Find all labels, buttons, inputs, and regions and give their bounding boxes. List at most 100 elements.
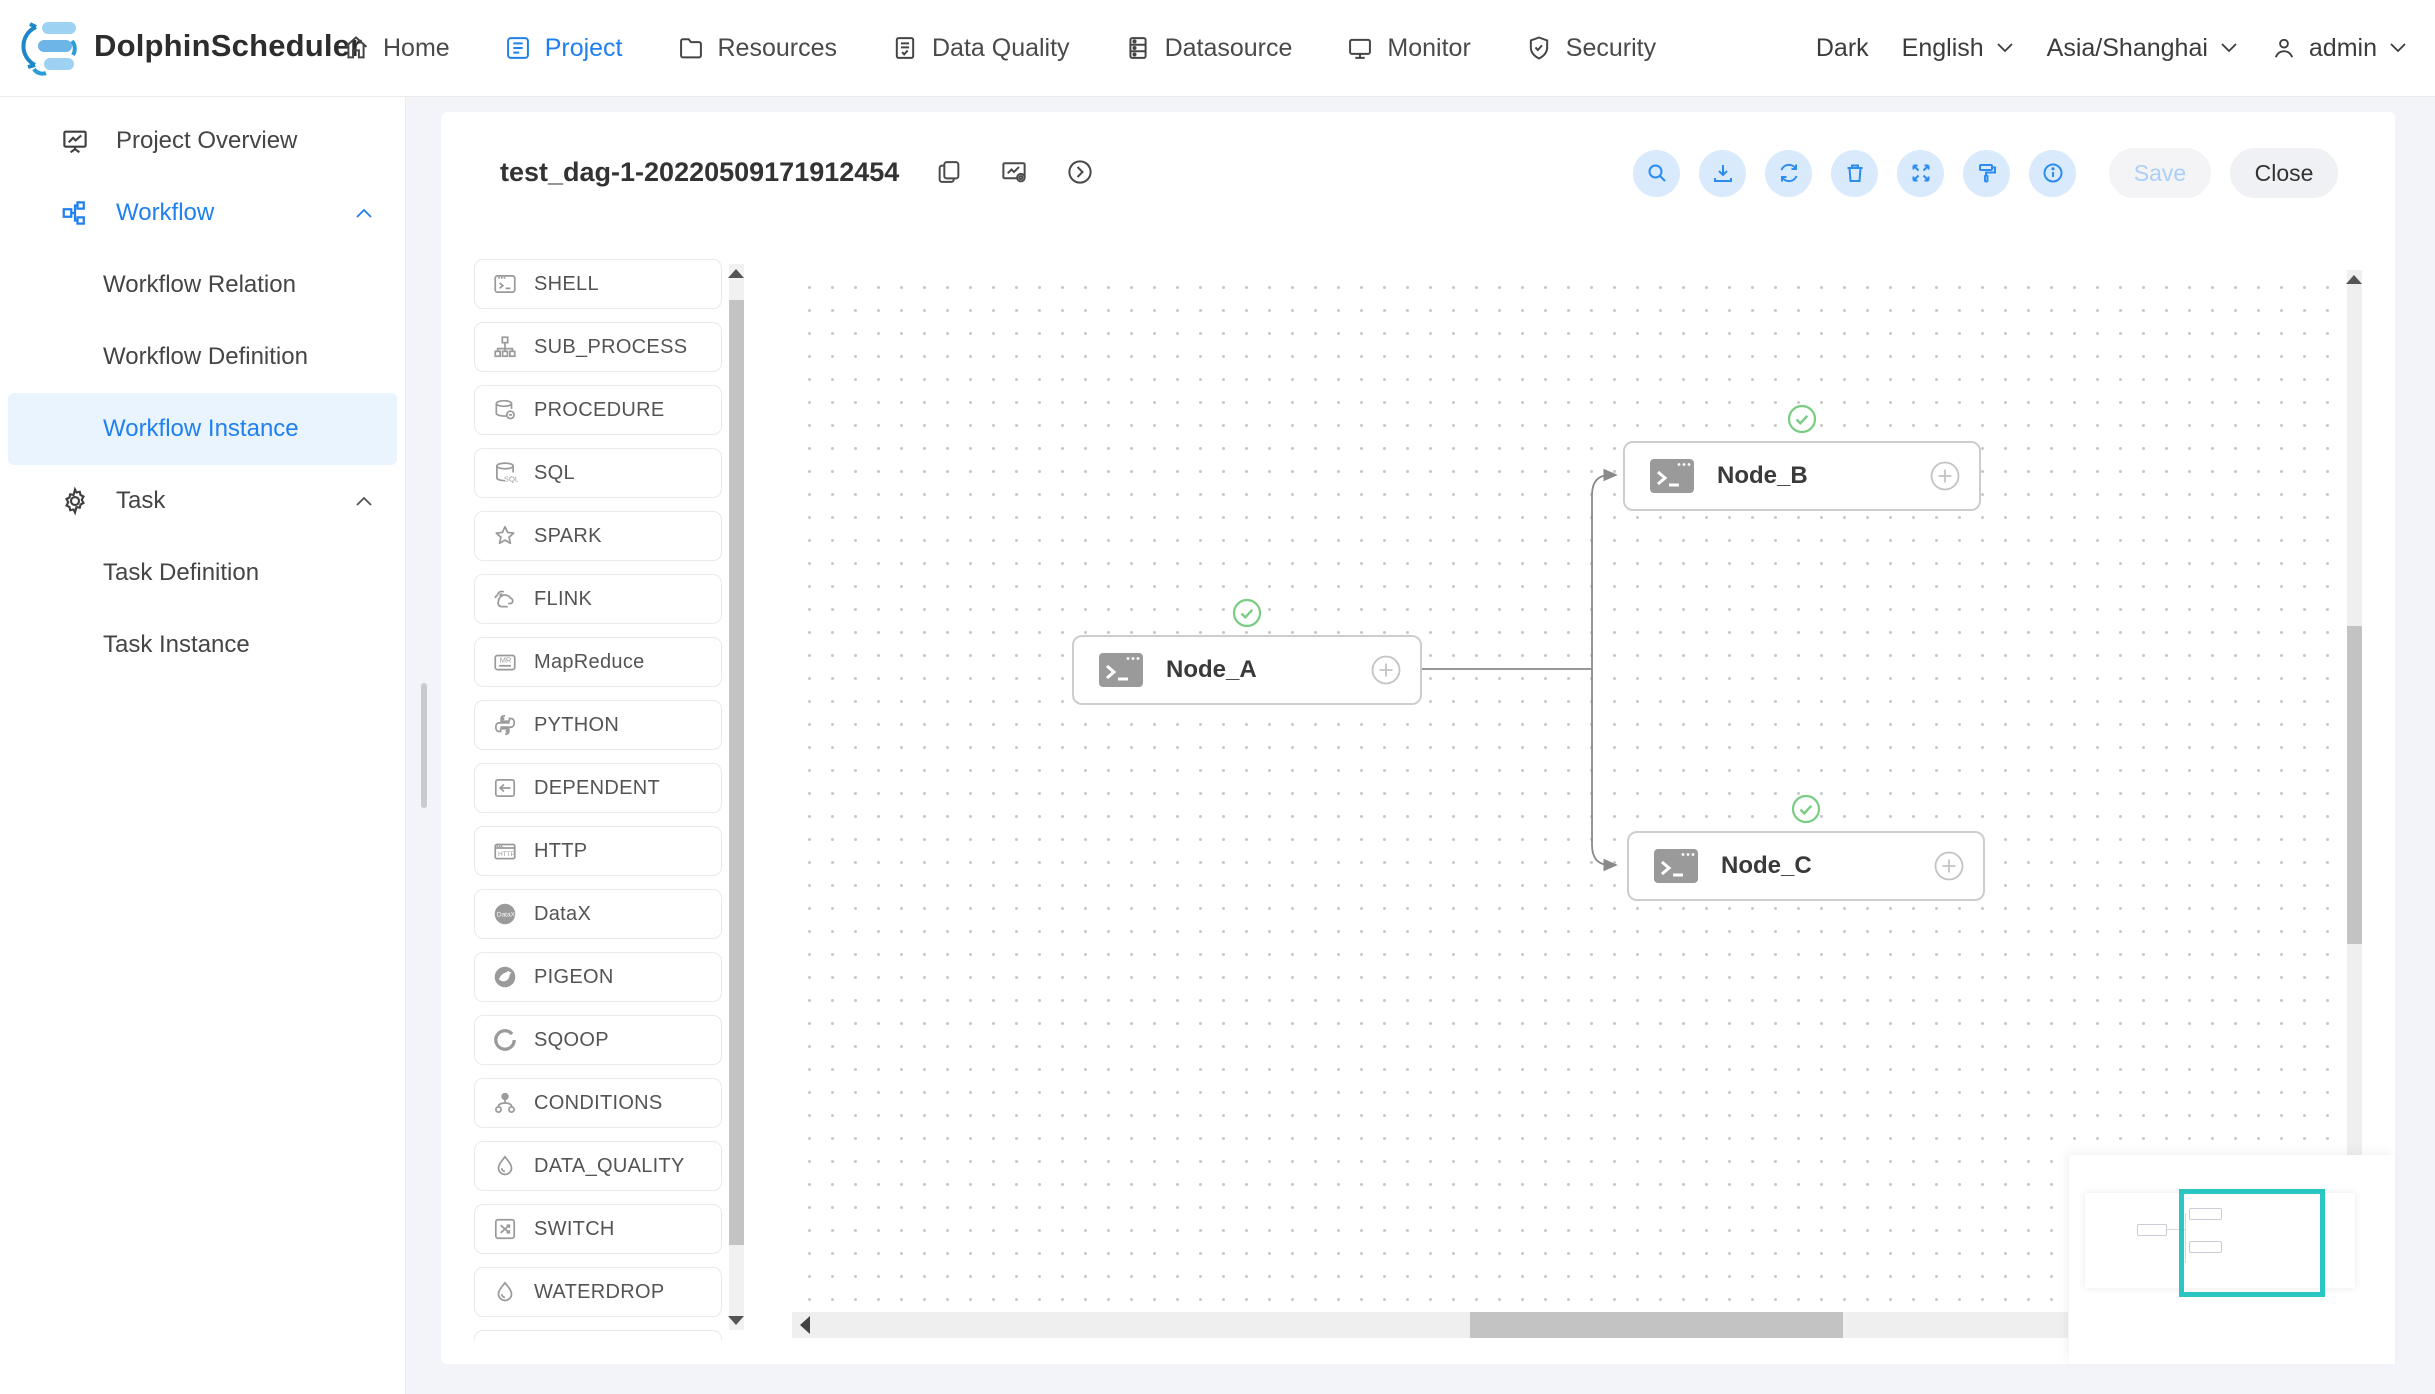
chevron-up-icon xyxy=(356,208,372,218)
svg-text:DataX: DataX xyxy=(497,912,516,919)
user-menu[interactable]: admin xyxy=(2271,34,2407,63)
svg-text:HTTP: HTTP xyxy=(498,851,515,858)
palette-scrollbar[interactable] xyxy=(728,264,744,1330)
shell-task-icon xyxy=(1098,652,1144,688)
task-node-c[interactable]: Node_C xyxy=(1627,794,1985,901)
chevron-up-icon xyxy=(356,496,372,506)
refresh-button[interactable] xyxy=(1765,149,1812,197)
switch-icon xyxy=(491,1215,519,1243)
palette-item-sqoop[interactable]: SQOOP xyxy=(474,1015,722,1065)
format-roller-icon xyxy=(1978,164,1996,183)
save-button[interactable]: Save xyxy=(2109,148,2211,198)
palette-item-sub-process[interactable]: SUB_PROCESS xyxy=(474,322,722,372)
palette-item-sql[interactable]: SQL SQL xyxy=(474,448,722,498)
sidebar-item-task[interactable]: Task xyxy=(8,465,397,537)
shell-task-icon xyxy=(1649,458,1695,494)
scroll-up-icon[interactable] xyxy=(2346,275,2362,284)
minimap-viewport[interactable] xyxy=(2179,1189,2325,1297)
sqoop-icon xyxy=(491,1026,519,1054)
chevron-down-icon xyxy=(2390,43,2406,53)
info-icon xyxy=(2043,163,2062,183)
delete-button[interactable] xyxy=(1831,149,1878,197)
palette-item-mapreduce[interactable]: MR MapReduce xyxy=(474,637,722,687)
horizontal-scrollbar-thumb[interactable] xyxy=(1470,1312,1843,1338)
download-button[interactable] xyxy=(1699,149,1746,197)
datax-icon: DataX xyxy=(491,900,519,928)
close-button[interactable]: Close xyxy=(2230,148,2338,198)
fullscreen-button[interactable] xyxy=(1897,149,1944,197)
canvas-horizontal-scrollbar[interactable] xyxy=(792,1312,2068,1338)
variables-view-icon[interactable] xyxy=(999,157,1029,187)
palette-item-data-quality[interactable]: DATA_QUALITY xyxy=(474,1141,722,1191)
data-quality-drop-icon xyxy=(491,1152,519,1180)
palette-item-switch[interactable]: SWITCH xyxy=(474,1204,722,1254)
svg-text:SQL: SQL xyxy=(504,475,518,484)
nav-item-security[interactable]: Security xyxy=(1525,34,1656,63)
task-node-a[interactable]: Node_A xyxy=(1072,598,1422,705)
palette-item-procedure[interactable]: PROCEDURE xyxy=(474,385,722,435)
palette-item-spark[interactable]: SPARK xyxy=(474,511,722,561)
sidebar-item-task-instance[interactable]: Task Instance xyxy=(103,631,250,658)
copy-name-icon[interactable] xyxy=(935,158,963,186)
sidebar-collapse-handle[interactable] xyxy=(421,683,427,808)
dag-toolbar: Save Close xyxy=(1633,148,2338,198)
search-button[interactable] xyxy=(1633,149,1680,197)
pigeon-icon xyxy=(491,963,519,991)
palette-item-waterdrop[interactable]: WATERDROP xyxy=(474,1267,722,1317)
sidebar-item-project-overview[interactable]: Project Overview xyxy=(8,105,397,177)
nav-item-resources[interactable]: Resources xyxy=(677,34,837,63)
dolphinscheduler-logo-icon[interactable] xyxy=(20,17,86,79)
scroll-down-icon[interactable] xyxy=(728,1316,744,1325)
vertical-scrollbar-thumb[interactable] xyxy=(2347,626,2362,944)
scroll-left-icon[interactable] xyxy=(800,1316,810,1334)
palette-item-flink[interactable]: FLINK xyxy=(474,574,722,624)
node-connect-plus-icon[interactable] xyxy=(1929,460,1961,492)
palette-scrollbar-thumb[interactable] xyxy=(729,300,744,1245)
palette-item-python[interactable]: PYTHON xyxy=(474,700,722,750)
dag-title: test_dag-1-20220509171912454 xyxy=(500,156,900,187)
task-node-b[interactable]: Node_B xyxy=(1623,404,1981,511)
data-quality-icon xyxy=(891,34,919,62)
timezone-select[interactable]: Asia/Shanghai xyxy=(2047,34,2238,63)
sidebar-item-workflow-relation[interactable]: Workflow Relation xyxy=(103,271,296,298)
language-select[interactable]: English xyxy=(1902,34,2014,63)
nav-item-monitor[interactable]: Monitor xyxy=(1346,34,1471,63)
nav-item-data-quality[interactable]: Data Quality xyxy=(891,34,1070,63)
success-status-icon xyxy=(1787,404,1817,434)
info-button[interactable] xyxy=(2029,149,2076,197)
chevron-down-icon xyxy=(1997,43,2013,53)
chevron-down-icon xyxy=(2221,43,2237,53)
canvas-vertical-scrollbar[interactable] xyxy=(2346,270,2362,1338)
minimap-node xyxy=(2189,1208,2222,1220)
svg-text:MR: MR xyxy=(500,656,512,665)
arrow-right-circle-icon[interactable] xyxy=(1065,157,1095,187)
nav-item-datasource[interactable]: Datasource xyxy=(1124,34,1292,63)
format-dag-button[interactable] xyxy=(1963,149,2010,197)
sidebar-item-workflow[interactable]: Workflow xyxy=(8,177,397,249)
sidebar-item-workflow-instance[interactable]: Workflow Instance xyxy=(8,393,397,465)
left-sidebar: Project Overview Workflow Workflow Relat… xyxy=(0,97,406,1394)
node-connect-plus-icon[interactable] xyxy=(1370,654,1402,686)
scroll-up-icon[interactable] xyxy=(728,269,744,278)
sidebar-item-workflow-definition[interactable]: Workflow Definition xyxy=(103,343,308,370)
refresh-icon xyxy=(1780,163,1797,183)
minimap-graph-area xyxy=(2085,1193,2355,1288)
palette-item-shell[interactable]: SHELL xyxy=(474,259,722,309)
palette-item-http[interactable]: HTTP HTTP xyxy=(474,826,722,876)
palette-item-pigeon[interactable]: PIGEON xyxy=(474,952,722,1002)
waterdrop-icon xyxy=(491,1278,519,1306)
node-connect-plus-icon[interactable] xyxy=(1933,850,1965,882)
shell-icon xyxy=(491,270,519,298)
palette-item-partial[interactable] xyxy=(474,1330,722,1340)
palette-item-dependent[interactable]: DEPENDENT xyxy=(474,763,722,813)
dependent-icon xyxy=(491,774,519,802)
sidebar-item-task-definition[interactable]: Task Definition xyxy=(103,559,260,586)
dag-minimap[interactable] xyxy=(2069,1155,2395,1364)
nav-item-home[interactable]: Home xyxy=(342,34,450,63)
palette-item-datax[interactable]: DataX DataX xyxy=(474,889,722,939)
palette-item-conditions[interactable]: CONDITIONS xyxy=(474,1078,722,1128)
theme-toggle[interactable]: Dark xyxy=(1815,33,1869,62)
gear-icon xyxy=(65,486,85,516)
nav-item-project[interactable]: Project xyxy=(504,34,623,63)
navbar-right-controls: Dark English Asia/Shanghai admin xyxy=(1816,0,2407,96)
